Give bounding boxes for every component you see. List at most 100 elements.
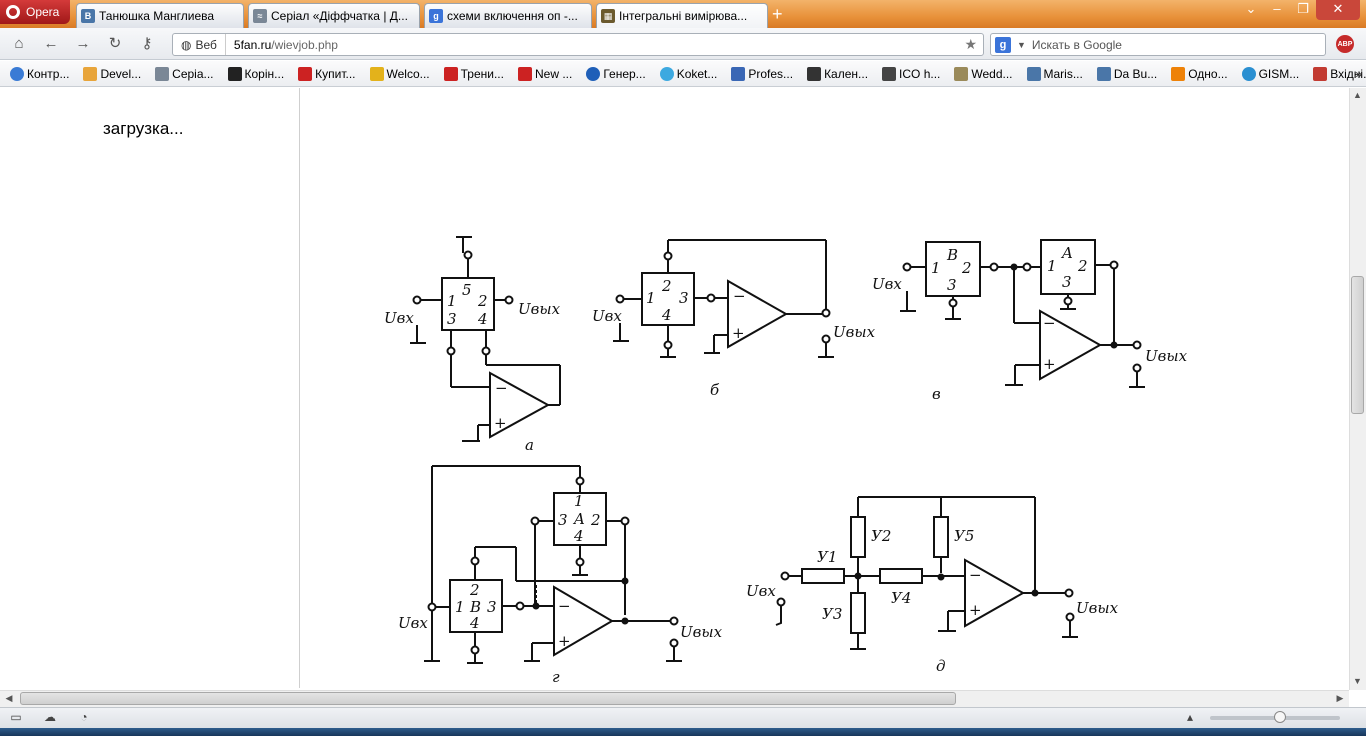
bookmark-item[interactable]: Одно...	[1171, 66, 1228, 81]
pin-label: 1	[574, 492, 584, 510]
speed-dial-icon[interactable]: ◔	[80, 710, 88, 724]
zoom-slider-knob[interactable]	[1274, 711, 1286, 723]
bookmark-icon	[954, 66, 969, 81]
bookmark-icon	[586, 66, 601, 81]
bookmark-item[interactable]: Da Bu...	[1096, 66, 1157, 81]
search-engine-dropdown-icon[interactable]: ▼	[1017, 39, 1026, 50]
key-icon[interactable]: ⚷	[141, 35, 153, 52]
close-window-icon[interactable]: ✕	[1316, 0, 1360, 20]
opera-menu-label: Opera	[26, 5, 60, 19]
bookmark-star-icon[interactable]: ★	[964, 36, 977, 52]
pin-label: 2	[469, 581, 480, 599]
plus-sign: +	[1043, 355, 1056, 373]
bookmark-item[interactable]: Кален...	[807, 66, 868, 81]
tab-2[interactable]: g схеми включення оп -...	[424, 3, 592, 28]
circuit-a	[410, 236, 561, 442]
bookmark-item[interactable]: Welco...	[369, 66, 430, 81]
diagram-label-a: а	[525, 436, 534, 454]
bookmark-icon	[517, 66, 532, 81]
new-tab-button[interactable]: +	[772, 4, 783, 24]
minus-sign: −	[969, 566, 982, 584]
minus-sign: −	[733, 287, 746, 305]
bookmark-item[interactable]: Контр...	[10, 66, 69, 81]
circuit-g	[424, 465, 682, 664]
uin-label: Uвх	[746, 582, 776, 600]
uout-label: Uвых	[518, 300, 561, 318]
home-icon[interactable]: ⌂	[14, 35, 24, 52]
pin-label: 2	[590, 511, 601, 529]
adblock-icon[interactable]: ABP	[1336, 35, 1354, 53]
minus-sign: −	[1043, 314, 1056, 332]
bookmark-item[interactable]: Devel...	[83, 66, 141, 81]
maximize-icon[interactable]: ❐	[1297, 1, 1309, 16]
bookmark-icon	[1096, 66, 1111, 81]
bookmark-icon	[882, 66, 897, 81]
bookmark-item[interactable]: Трени...	[443, 66, 504, 81]
zoom-out-icon[interactable]: ▴	[1186, 710, 1194, 724]
tab-label: схеми включення оп -...	[447, 9, 578, 23]
scroll-up-icon[interactable]: ▲	[1353, 90, 1362, 100]
forward-icon[interactable]: →	[75, 35, 91, 52]
pin-label: 2	[1077, 257, 1088, 275]
bookmarks-bar: Контр... Devel... Серіа... Корін... Купи…	[0, 61, 1366, 87]
bookmark-item[interactable]: Вхідні...	[1313, 66, 1366, 81]
bookmark-item[interactable]: Wedd...	[954, 66, 1013, 81]
search-placeholder: Искать в Google	[1031, 37, 1122, 52]
pin-label: 3	[1062, 273, 1072, 291]
tab-label: Танюшка Манглиева	[99, 9, 215, 23]
minimize-icon[interactable]: –	[1273, 1, 1281, 16]
uout-label: Uвых	[833, 323, 876, 341]
page-sidebar	[0, 88, 300, 688]
pin-label: 1	[455, 598, 465, 616]
google-search-icon[interactable]: g	[995, 36, 1011, 53]
reload-icon[interactable]: ↻	[108, 35, 122, 52]
circuit-schematic-image: 5 1 2 3 4 Uвх Uвых − + а	[384, 236, 1188, 686]
bookmark-item[interactable]: Profes...	[731, 66, 793, 81]
loading-text: загрузка...	[103, 119, 184, 138]
bookmark-item[interactable]: Купит...	[298, 66, 356, 81]
pin-label: 4	[477, 310, 488, 328]
diagram-label-v: в	[932, 385, 941, 403]
page-icon: ▦	[601, 9, 615, 23]
tab-0[interactable]: B Танюшка Манглиева	[76, 3, 244, 28]
back-icon[interactable]: ←	[43, 35, 59, 52]
bookmark-item[interactable]: ICO h...	[882, 66, 940, 81]
bookmark-item[interactable]: Серіа...	[155, 66, 214, 81]
tab-3-active[interactable]: ▦ Інтегральні вимірюва...	[596, 3, 768, 28]
circuit-v	[900, 239, 1145, 388]
bookmark-item[interactable]: Maris...	[1026, 66, 1083, 81]
opera-menu-button[interactable]: Opera	[0, 0, 70, 24]
bookmark-icon	[1313, 66, 1328, 81]
tab-1[interactable]: ≈ Серіал «Діффчатка | Д...	[248, 3, 420, 28]
scroll-down-icon[interactable]: ▼	[1353, 676, 1362, 686]
plus-sign: +	[558, 632, 571, 650]
cloud-icon[interactable]: ☁	[44, 710, 56, 724]
bookmark-item[interactable]: New ...	[517, 66, 572, 81]
panel-toggle-icon[interactable]: ▭	[10, 710, 22, 724]
horizontal-scroll-thumb[interactable]	[20, 692, 956, 705]
bookmark-icon	[227, 66, 242, 81]
pin-label: 4	[469, 614, 480, 632]
scroll-right-icon[interactable]: ▶	[1336, 693, 1344, 703]
scroll-left-icon[interactable]: ◀	[5, 693, 13, 703]
bookmark-item[interactable]: Корін...	[227, 66, 284, 81]
pin-label: 1	[646, 289, 656, 307]
bookmark-item[interactable]: Генер...	[586, 66, 646, 81]
bookmark-icon	[369, 66, 384, 81]
bookmark-item[interactable]: GISM...	[1241, 66, 1299, 81]
block-label-b: B	[469, 598, 481, 616]
pin-label: 2	[961, 259, 972, 277]
uin-label: Uвх	[384, 309, 414, 327]
pin-label: 4	[573, 527, 584, 545]
bookmark-icon	[731, 66, 746, 81]
google-icon: g	[429, 9, 443, 23]
search-field[interactable]: g ▼ Искать в Google	[990, 33, 1326, 56]
block-label-b: B	[946, 246, 958, 264]
bookmark-item[interactable]: Koket...	[659, 66, 717, 81]
uout-label: Uвых	[680, 623, 723, 641]
vertical-scroll-thumb[interactable]	[1351, 276, 1364, 414]
address-field[interactable]: ◍ Веб 5fan.ru /wievjob.php ★	[172, 33, 984, 56]
bookmarks-more-button[interactable]: »	[1355, 67, 1362, 81]
site-badge[interactable]: ◍ Веб	[173, 34, 226, 55]
tab-menu-icon[interactable]: ⌄	[1245, 1, 1257, 16]
